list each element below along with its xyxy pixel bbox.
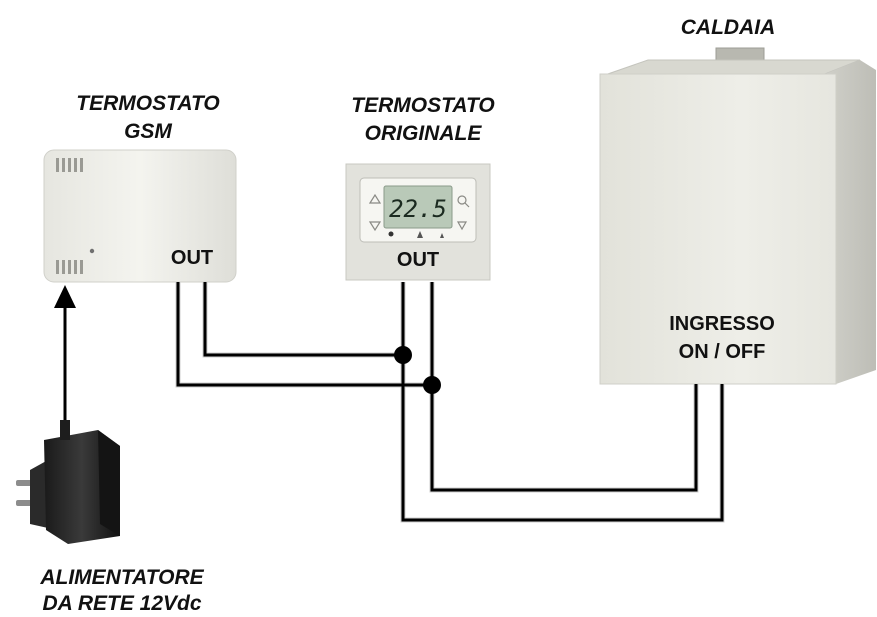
gsm-thermostat-device: OUT <box>43 149 237 283</box>
wire-junction-2 <box>423 376 441 394</box>
gsm-top-vent-icon <box>56 158 83 172</box>
thermostat-down-icon[interactable] <box>368 221 382 232</box>
thermostat-menu-down-icon[interactable] <box>456 221 468 231</box>
arrow-up-icon <box>54 285 76 308</box>
thermostat-temperature-readout: 22.5 <box>389 195 447 223</box>
gsm-thermostat-title-line1: TERMOSTATO <box>76 92 220 115</box>
gsm-out-label: OUT <box>171 247 213 269</box>
gsm-out-wire-b <box>203 282 403 357</box>
power-supply-arrow <box>54 285 76 420</box>
wire-junction-1 <box>394 346 412 364</box>
original-thermostat-title-line1: TERMOSTATO <box>351 94 495 117</box>
thermostat-mode-dot-icon <box>388 231 394 237</box>
boiler-device: INGRESSO ON / OFF <box>599 47 876 385</box>
gsm-thermostat-title-line2: GSM <box>124 120 172 143</box>
boiler-input-label-line2: ON / OFF <box>679 341 766 363</box>
original-thermostat-device: 22.5 OUT <box>345 163 491 281</box>
boiler-input-label-line1: INGRESSO <box>669 313 775 335</box>
thermostat-lcd-screen <box>383 185 453 229</box>
wires <box>176 282 724 522</box>
thermostat-drop-icon <box>440 233 444 238</box>
power-supply-device <box>16 420 120 544</box>
gsm-led-icon <box>89 248 95 254</box>
gsm-out-wire-a <box>176 282 432 387</box>
boiler-title: CALDAIA <box>681 16 776 39</box>
thermostat-up-icon[interactable] <box>368 193 382 204</box>
original-thermostat-title-line2: ORIGINALE <box>365 122 483 145</box>
gsm-bottom-vent-icon <box>56 260 83 274</box>
power-supply-title-line1: ALIMENTATORE <box>39 566 204 589</box>
thermostat-flame-icon <box>417 231 423 238</box>
original-out-label: OUT <box>397 249 439 271</box>
power-supply-title-line2: DA RETE 12Vdc <box>42 592 201 615</box>
original-out-wire-a <box>401 282 724 522</box>
thermostat-search-icon[interactable] <box>457 195 470 208</box>
